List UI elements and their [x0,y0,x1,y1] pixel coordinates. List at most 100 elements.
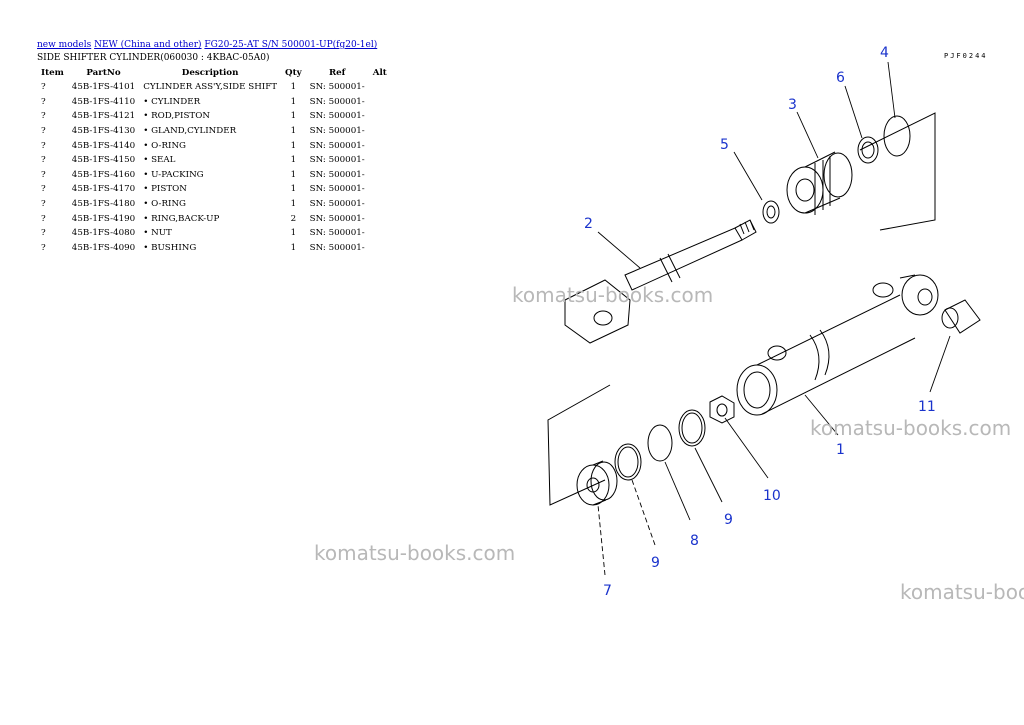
col-header-description: Description [181,68,239,78]
table-row: ? 45B-1FS-4130 • GLAND,CYLINDER 1 SN: 500001… [37,124,391,139]
cell-item: ? [41,126,46,137]
cell-item: ? [41,213,46,224]
watermark: komatsu-books.com [314,541,516,565]
cell-part: 45B-1FS-4180 [71,199,136,210]
breadcrumb-link-new-models[interactable]: new models [37,40,92,50]
cell-desc: • BUSHING [143,242,197,253]
callout-6: 6 [836,70,845,86]
drawing-code: PJF0244 [944,52,988,60]
cell-desc: • ROD,PISTON [143,111,210,122]
watermark: komatsu-books.com [512,283,714,307]
cell-alt [369,153,391,168]
cell-alt [369,241,391,256]
cell-desc: • O-RING [143,199,186,210]
cell-item: ? [41,199,46,210]
cell-qty: 1 [290,199,297,210]
cell-item: ? [41,96,46,107]
callout-9a: 9 [724,512,733,528]
watermark: komatsu-books.com [810,416,1012,440]
cell-part: 45B-1FS-4130 [71,126,136,137]
cell-ref: SN: 500001- [309,213,365,224]
cell-desc: • GLAND,CYLINDER [143,126,237,137]
cell-qty: 1 [290,82,297,93]
callout-5: 5 [720,137,729,153]
cell-item: ? [41,82,46,93]
cell-part: 45B-1FS-4160 [71,169,136,180]
cell-alt [369,80,391,95]
o-ring-6-part [857,136,879,164]
cell-part: 45B-1FS-4101 [71,82,136,93]
callout-3: 3 [788,97,797,113]
cell-qty: 1 [290,126,297,137]
cell-desc: • O-RING [143,140,186,151]
cell-qty: 1 [290,155,297,166]
cell-alt [369,95,391,110]
cell-part: 45B-1FS-4110 [71,96,136,107]
breadcrumb-link-model[interactable]: FG20-25-AT S/N 500001-UP(fg20-1el) [204,40,378,50]
callout-7: 7 [603,583,612,599]
cell-desc: • CYLINDER [143,96,201,107]
cell-alt [369,109,391,124]
cell-desc: • NUT [143,228,172,239]
back-up-ring-9a-part [678,409,706,447]
table-row: ? 45B-1FS-4160 • U-PACKING 1 SN: 500001- [37,168,391,183]
cell-item: ? [41,228,46,239]
cell-desc: • PISTON [143,184,187,195]
cell-part: 45B-1FS-4140 [71,140,136,151]
page-title: SIDE SHIFTER CYLINDER(060030 : 4KBAC-05A… [37,53,270,63]
callout-9b: 9 [651,555,660,571]
callout-1: 1 [836,442,845,458]
gland-part [786,151,853,215]
col-header-alt: Alt [372,68,387,78]
cell-alt [369,226,391,241]
callout-8: 8 [690,533,699,549]
cell-desc: • U-PACKING [143,169,204,180]
cell-qty: 1 [290,242,297,253]
cell-ref: SN: 500001- [309,126,365,137]
callout-11: 11 [918,399,936,415]
cell-ref: SN: 500001- [309,199,365,210]
table-row: ? 45B-1FS-4090 • BUSHING 1 SN: 500001- [37,241,391,256]
cell-qty: 1 [290,169,297,180]
cell-alt [369,124,391,139]
piston-rod-part [564,219,757,344]
bushing-part [941,299,981,334]
callout-10: 10 [763,488,781,504]
cell-ref: SN: 500001- [309,228,365,239]
cell-ref: SN: 500001- [309,111,365,122]
cell-item: ? [41,155,46,166]
cell-qty: 1 [290,111,297,122]
cell-qty: 1 [290,140,297,151]
cell-ref: SN: 500001- [309,242,365,253]
cell-qty: 1 [290,184,297,195]
cell-item: ? [41,140,46,151]
cell-alt [369,211,391,226]
cell-ref: SN: 500001- [309,155,365,166]
nut-part [709,395,735,424]
cell-item: ? [41,169,46,180]
seal-4-part [883,115,911,157]
cell-ref: SN: 500001- [309,169,365,180]
col-header-partno: PartNo [86,68,121,78]
cell-item: ? [41,242,46,253]
cell-qty: 1 [290,228,297,239]
cell-part: 45B-1FS-4150 [71,155,136,166]
breadcrumb-link-new-china[interactable]: NEW (China and other) [94,40,202,50]
cell-ref: SN: 500001- [309,184,365,195]
cell-desc: • RING,BACK-UP [143,213,220,224]
watermark: komatsu-boo [900,580,1024,604]
cell-part: 45B-1FS-4121 [71,111,136,122]
parts-table: Item PartNo Description Qty Ref Alt ?45B… [37,66,391,255]
cell-part: 45B-1FS-4170 [71,184,136,195]
table-header-row: Item PartNo Description Qty Ref Alt [37,66,391,80]
cell-part: 45B-1FS-4090 [71,242,136,253]
